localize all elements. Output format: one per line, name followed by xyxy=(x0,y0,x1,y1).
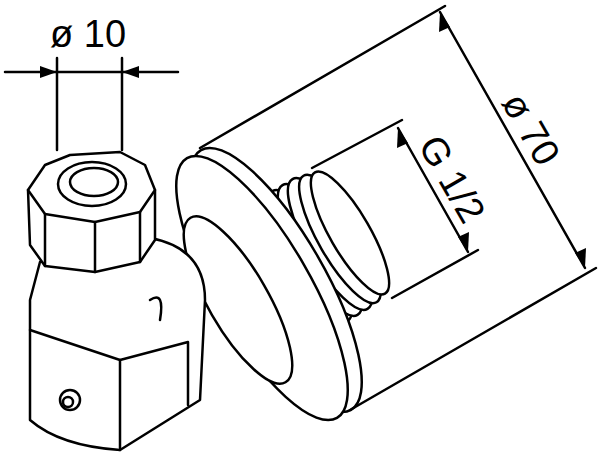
diameter-dimension: ø 10 xyxy=(47,15,129,53)
hex-nut xyxy=(28,152,155,272)
fitting-body xyxy=(30,238,205,450)
arrowheads xyxy=(40,12,586,268)
dimension-lines xyxy=(5,6,596,410)
thread-dimension: G 1/2 xyxy=(411,127,493,232)
